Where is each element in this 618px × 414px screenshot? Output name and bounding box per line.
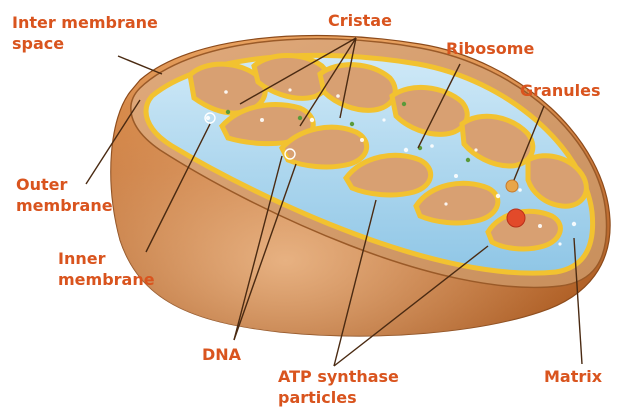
label-cristae-text: Cristae xyxy=(328,10,392,31)
label-atp-synthase-line2: particles xyxy=(278,387,399,408)
label-atp-synthase-line1: ATP synthase xyxy=(278,366,399,387)
label-granules-text: Granules xyxy=(520,80,600,101)
granule-red xyxy=(507,209,525,227)
label-inter-membrane-space-line2: space xyxy=(12,33,158,54)
label-inner-membrane-line1: Inner xyxy=(58,248,155,269)
label-outer-membrane-line2: membrane xyxy=(16,195,113,216)
label-atp-synthase: ATP synthase particles xyxy=(278,366,399,408)
label-outer-membrane: Outer membrane xyxy=(16,174,113,216)
label-ribosome: Ribosome xyxy=(446,38,534,59)
label-dna-text: DNA xyxy=(202,344,241,365)
label-dna: DNA xyxy=(202,344,241,365)
label-matrix: Matrix xyxy=(544,366,602,387)
label-granules: Granules xyxy=(520,80,600,101)
label-inner-membrane: Inner membrane xyxy=(58,248,155,290)
label-ribosome-text: Ribosome xyxy=(446,38,534,59)
label-inter-membrane-space-line1: Inter membrane xyxy=(12,12,158,33)
granule xyxy=(506,180,518,192)
label-cristae: Cristae xyxy=(328,10,392,31)
label-outer-membrane-line1: Outer xyxy=(16,174,113,195)
label-inter-membrane-space: Inter membrane space xyxy=(12,12,158,54)
label-matrix-text: Matrix xyxy=(544,366,602,387)
label-inner-membrane-line2: membrane xyxy=(58,269,155,290)
